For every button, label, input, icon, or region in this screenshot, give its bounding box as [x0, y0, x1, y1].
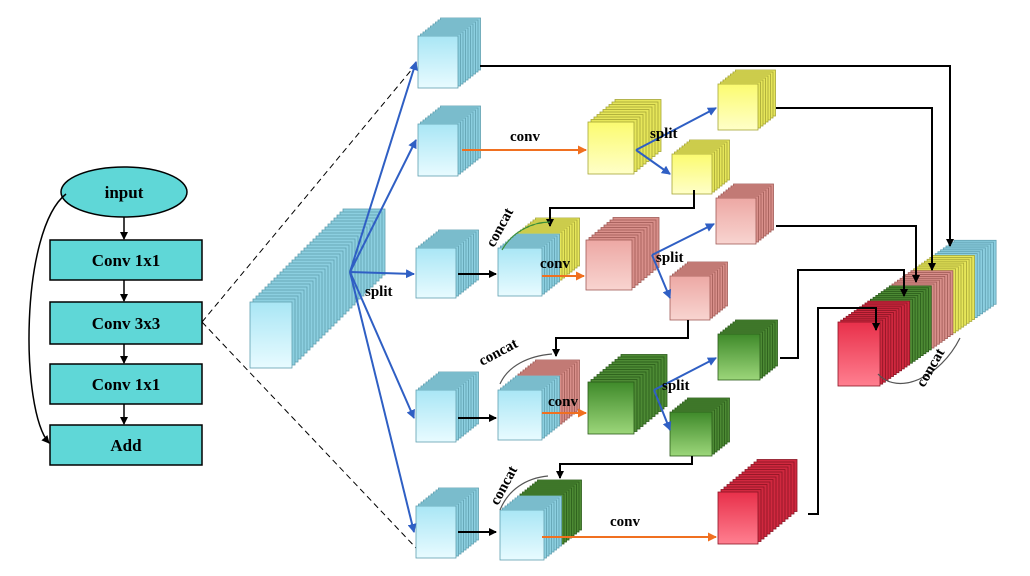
concat-label-2: concat: [476, 336, 520, 370]
yellow-split-bottom: [671, 139, 730, 195]
pink-split-bottom: [669, 261, 728, 321]
add-label: Add: [110, 436, 142, 455]
concat2-stack: [497, 359, 580, 441]
feature-map-stacks: [249, 17, 997, 561]
conv-label-3: conv: [548, 394, 579, 410]
input-feature-stack: [249, 208, 386, 369]
branch1-stack: [417, 17, 481, 89]
split-label-yellow: split: [650, 126, 678, 142]
conv-label-top: conv: [510, 129, 541, 145]
connection-arrows: [349, 61, 961, 542]
split-label-pink: split: [656, 250, 684, 266]
flow-arrows: [28, 193, 128, 444]
conv1x1-box: [49, 239, 203, 281]
split-label-green: split: [662, 378, 690, 394]
concat1-stack: [497, 217, 580, 297]
yellow-conv-stack: [587, 99, 662, 175]
conv1x1b-label: Conv 1x1: [92, 375, 160, 394]
branch3-stack: [415, 229, 479, 299]
green-conv-stack: [587, 354, 668, 435]
red-conv-stack: [717, 459, 798, 545]
conv-label-2: conv: [540, 256, 571, 272]
final-concat-stack: [837, 239, 997, 387]
branch4-stack: [415, 371, 479, 443]
green-split-top: [717, 319, 778, 381]
conv1x1-label: Conv 1x1: [92, 251, 160, 270]
branch5-stack: [415, 487, 479, 559]
pink-conv-stack: [585, 217, 660, 291]
split-label-main: split: [365, 284, 393, 300]
add-box: [49, 424, 203, 466]
conv3x3-box: [49, 301, 203, 345]
input-label: input: [105, 183, 144, 202]
yellow-split-top: [717, 69, 776, 131]
zoom-dashed-lines: [201, 61, 419, 551]
branch2-stack: [417, 105, 481, 177]
concat3-stack: [499, 479, 582, 561]
conv-label-bottom: conv: [610, 514, 641, 530]
conv3x3-label: Conv 3x3: [92, 314, 160, 333]
conv1x1b-box: [49, 363, 203, 405]
residual-arrow: [28, 193, 67, 444]
block-flowchart: input Conv 1x1 Conv 3x3 Conv 1x1 Add: [28, 61, 419, 551]
green-split-bottom: [669, 397, 730, 457]
pink-split-top: [715, 183, 774, 245]
